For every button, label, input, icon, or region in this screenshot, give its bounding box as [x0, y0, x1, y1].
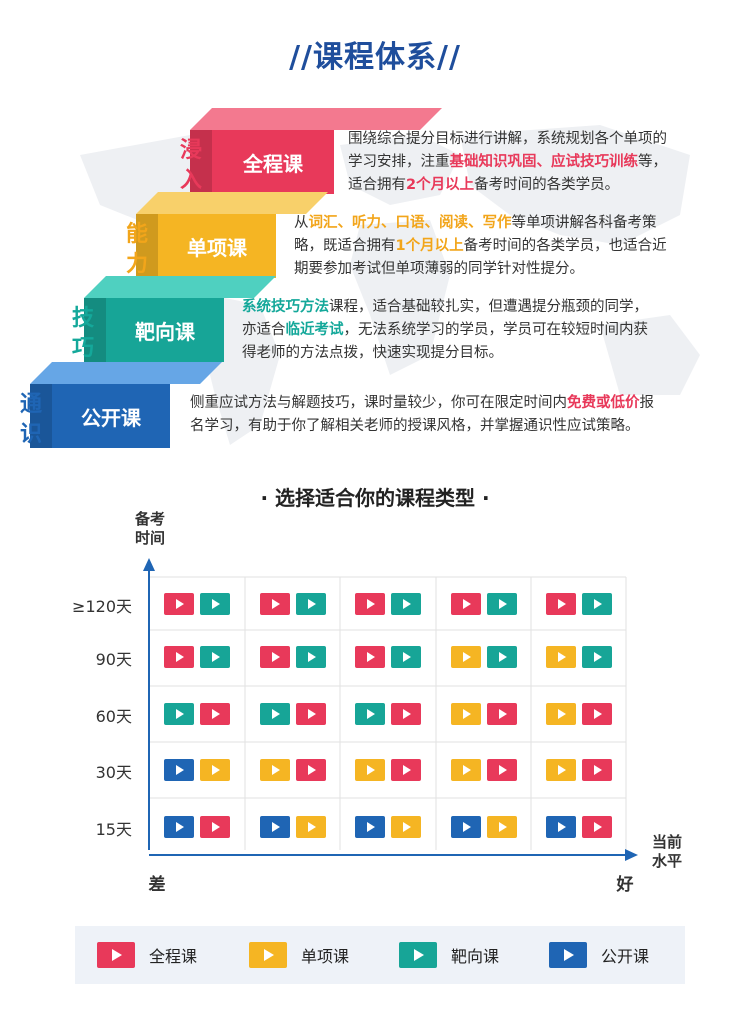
course-play-icon [355, 703, 385, 725]
y-tick-label: 60天 [95, 707, 132, 726]
course-play-icon [259, 703, 290, 725]
legend: 全程课 单项课 靶向课 公开课 [75, 926, 685, 984]
course-play-icon [295, 703, 326, 725]
course-play-icon [200, 759, 230, 781]
course-play-icon [200, 593, 230, 615]
course-play-icon [355, 646, 385, 668]
course-play-icon [450, 759, 481, 781]
course-play-icon [450, 703, 481, 725]
x-axis-min-label: 差 [148, 875, 166, 895]
play-icon [549, 942, 587, 968]
step-course-box: 公开课 [52, 384, 170, 448]
x-axis-max-label: 好 [616, 875, 634, 895]
course-play-icon [545, 646, 576, 668]
course-play-icon [164, 759, 194, 781]
step-level-label: 技巧 [71, 306, 94, 361]
step-level-label: 能力 [125, 222, 148, 277]
step-course-box: 单项课 [158, 214, 276, 278]
course-play-icon [259, 593, 290, 615]
course-play-icon [486, 646, 517, 668]
legend-label: 靶向课 [451, 947, 500, 966]
chooser-subtitle: · 选择适合你的课程类型 · [260, 486, 490, 510]
course-play-icon [486, 703, 517, 725]
course-play-icon [295, 816, 326, 838]
legend-item: 单项课 [249, 926, 349, 984]
step-depth [136, 214, 160, 278]
course-play-icon [259, 816, 290, 838]
y-axis-label: 备考 时间 [134, 510, 165, 547]
course-play-icon [450, 593, 481, 615]
course-play-icon [391, 816, 421, 838]
course-play-icon [581, 759, 612, 781]
course-play-icon [164, 816, 194, 838]
course-play-icon [450, 646, 481, 668]
step-level-label: 浸入 [179, 138, 202, 193]
legend-item: 公开课 [549, 926, 649, 984]
x-axis-label: 当前 水平 [651, 833, 682, 870]
step-description: 侧重应试方法与解题技巧，课时量较少，你可在限定时间内免费或低价报名学习，有助于你… [190, 395, 654, 434]
course-play-icon [200, 816, 230, 838]
course-play-icon [486, 759, 517, 781]
course-play-icon [486, 816, 517, 838]
course-play-icon [545, 816, 576, 838]
y-tick-label: ≥120天 [72, 597, 132, 616]
y-tick-label: 30天 [95, 763, 132, 782]
course-play-icon [391, 759, 421, 781]
legend-label: 全程课 [149, 947, 198, 966]
course-play-icon [391, 703, 421, 725]
course-play-icon [545, 759, 576, 781]
step-description: 从词汇、听力、口语、阅读、写作等单项讲解各科备考策略，既适合拥有1个月以上备考时… [294, 215, 667, 277]
course-play-icon [295, 759, 326, 781]
course-play-icon [295, 646, 326, 668]
legend-item: 靶向课 [399, 926, 499, 984]
course-play-icon [259, 759, 290, 781]
course-play-icon [164, 593, 194, 615]
legend-item: 全程课 [97, 926, 197, 984]
course-play-icon [486, 593, 517, 615]
course-play-icon [355, 816, 385, 838]
y-axis-arrow [143, 558, 155, 571]
course-play-icon [545, 703, 576, 725]
step-depth [190, 130, 214, 194]
course-play-icon [545, 593, 576, 615]
page-title: //课程体系// [289, 40, 461, 75]
course-play-icon [355, 593, 385, 615]
course-play-icon [581, 593, 612, 615]
course-play-icon [164, 646, 194, 668]
legend-label: 单项课 [301, 947, 350, 966]
step-level-label: 通识 [19, 392, 42, 447]
course-play-icon [355, 759, 385, 781]
y-tick-label: 15天 [95, 820, 132, 839]
step-depth [30, 384, 54, 448]
step-description: 围绕综合提分目标进行讲解，系统规划各个单项的学习安排，注重基础知识巩固、应试技巧… [348, 131, 667, 193]
course-play-icon [581, 703, 612, 725]
x-axis-arrow [625, 849, 638, 861]
course-play-icon [391, 593, 421, 615]
play-icon [97, 942, 135, 968]
course-play-icon [581, 646, 612, 668]
course-play-icon [164, 703, 194, 725]
course-play-icon [295, 593, 326, 615]
play-icon [399, 942, 437, 968]
course-play-icon [391, 646, 421, 668]
step-description: 系统技巧方法课程，适合基础较扎实，但遭遇提分瓶颈的同学，亦适合临近考试，无法系统… [242, 299, 648, 361]
legend-label: 公开课 [601, 947, 650, 966]
y-tick-label: 90天 [95, 650, 132, 669]
step-depth [84, 298, 108, 362]
course-play-icon [259, 646, 290, 668]
course-play-icon [200, 703, 230, 725]
course-play-icon [450, 816, 481, 838]
course-play-icon [200, 646, 230, 668]
step-course-box: 靶向课 [106, 298, 224, 362]
course-play-icon [581, 816, 612, 838]
play-icon [249, 942, 287, 968]
step-course-box: 全程课 [212, 130, 334, 194]
